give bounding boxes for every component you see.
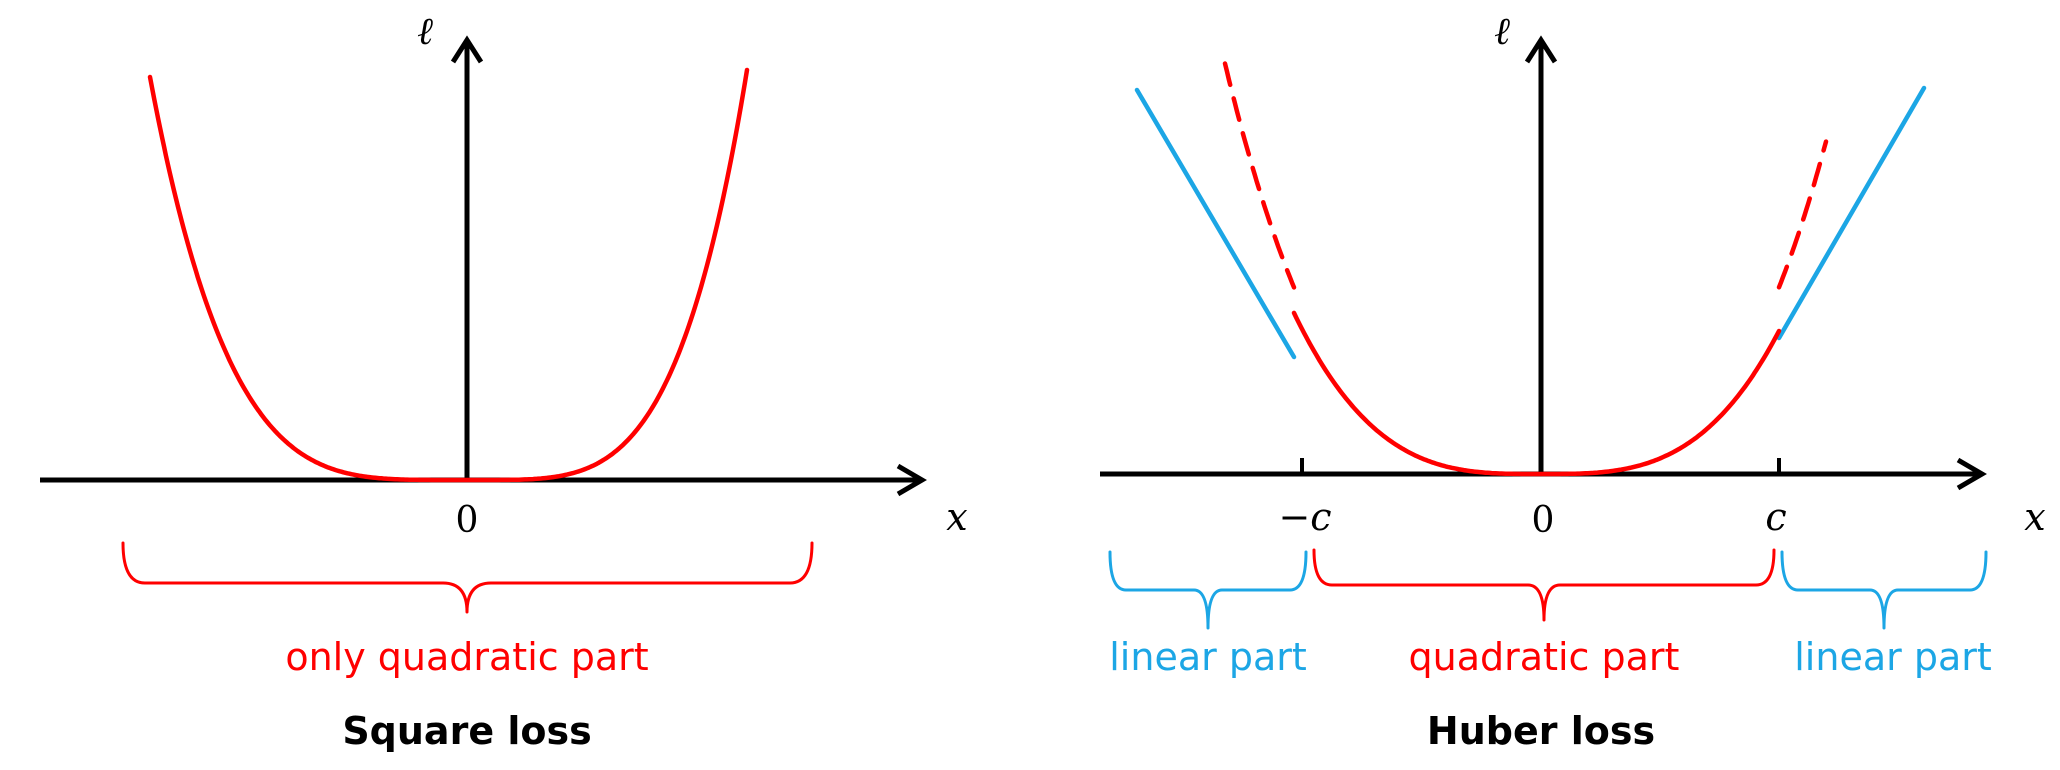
square-quadratic-brace [121, 541, 814, 614]
huber-left-part-label: linear part [1109, 635, 1307, 679]
square-x-axis-arrowhead [896, 463, 927, 497]
huber-pos-c-label: c [1765, 495, 1786, 539]
huber-neg-c-label: −c [1278, 495, 1331, 539]
square-y-axis-label: ℓ [417, 9, 433, 53]
square-loss-curve [147, 67, 750, 483]
square-loss-title: Square loss [342, 709, 591, 753]
huber-left-linear-brace [1108, 550, 1308, 630]
huber-origin-label: 0 [1532, 500, 1555, 541]
square-origin-label: 0 [456, 500, 479, 541]
huber-right-linear-line [1776, 85, 1927, 341]
square-x-axis-label: x [946, 495, 967, 539]
huber-loss-panel: ℓ x 0 −c c linear part quadratic part li… [1100, 9, 2046, 753]
huber-y-axis-label: ℓ [1494, 9, 1510, 53]
huber-left-dashed-quadratic [1222, 61, 1297, 290]
square-part-label: only quadratic part [285, 635, 648, 679]
huber-middle-part-label: quadratic part [1409, 635, 1680, 679]
huber-quadratic-curve [1291, 310, 1782, 477]
square-loss-panel: ℓ x 0 only quadratic part Square loss [40, 9, 968, 753]
huber-quadratic-brace [1312, 548, 1776, 622]
huber-loss-title: Huber loss [1427, 709, 1655, 753]
huber-right-part-label: linear part [1794, 635, 1992, 679]
huber-left-linear-line [1134, 87, 1297, 360]
huber-x-axis-label: x [2024, 495, 2045, 539]
huber-y-axis-arrowhead [1524, 35, 1558, 64]
huber-x-axis-arrowhead [1956, 457, 1987, 491]
huber-right-linear-brace [1780, 550, 1988, 630]
square-y-axis-arrowhead [450, 35, 484, 64]
huber-right-dashed-quadratic [1776, 139, 1829, 290]
